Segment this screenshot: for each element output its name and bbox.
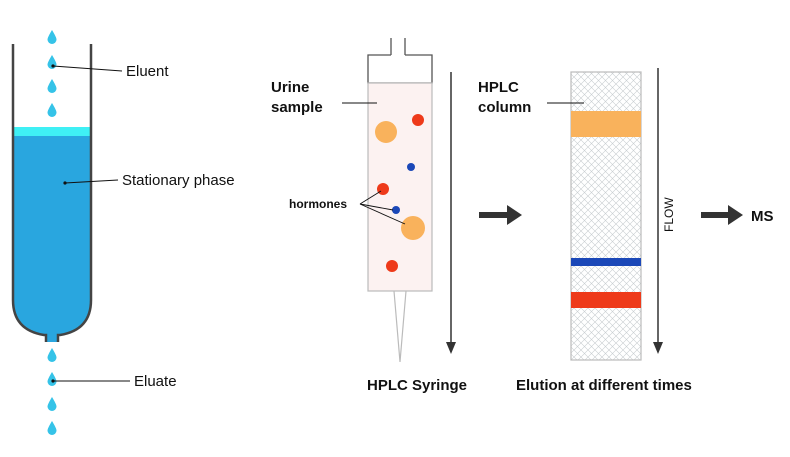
eluate-drop: [47, 348, 57, 362]
eluent-drop: [47, 30, 57, 44]
elution-caption: Elution at different times: [516, 377, 692, 394]
plunger-head: [367, 54, 433, 84]
gravity-column: Eluent Stationary phase Eluate: [11, 30, 235, 435]
elution-band-red: [571, 292, 641, 308]
urine-sample-label-line2: sample: [271, 99, 323, 116]
plunger-stem: [390, 38, 406, 55]
eluent-drops: [47, 30, 57, 117]
urine-sample-label-line1: Urine: [271, 79, 309, 96]
elution-band-orange: [571, 111, 641, 137]
hormone-particle-red: [377, 183, 389, 195]
eluate-drop: [47, 372, 57, 386]
stationary-phase-fill: [13, 136, 91, 342]
transfer-arrow: [479, 205, 522, 225]
ms-arrow: [701, 205, 743, 225]
hormone-particle-red: [386, 260, 398, 272]
hormone-particle-blue: [407, 163, 415, 171]
eluate-label: Eluate: [134, 373, 177, 390]
eluent-callout-line: [52, 65, 123, 72]
hormones-label: hormones: [289, 197, 347, 211]
eluent-label: Eluent: [126, 63, 169, 80]
eluate-drops: [47, 348, 57, 435]
syringe-needle: [393, 290, 407, 363]
elution-band-blue: [571, 258, 641, 266]
hormone-particle-orange: [401, 216, 425, 240]
eluent-band: [13, 127, 91, 136]
hplc-syringe-caption: HPLC Syringe: [367, 377, 467, 394]
stationary-phase-label: Stationary phase: [122, 172, 235, 189]
eluate-drop: [47, 421, 57, 435]
hplc-column-label-line1: HPLC: [478, 79, 519, 96]
hplc-column: HPLC column FLOW Elution at different ti…: [478, 68, 692, 394]
column-tube-outline: [11, 44, 93, 342]
ms-label: MS: [751, 208, 774, 225]
hormone-particle-orange: [375, 121, 397, 143]
eluent-drop: [47, 79, 57, 93]
hormone-particle-red: [412, 114, 424, 126]
eluate-drop: [47, 397, 57, 411]
eluent-drop: [47, 103, 57, 117]
hormone-particle-blue: [392, 206, 400, 214]
stationary-phase-callout-line: [64, 179, 119, 184]
flow-label: FLOW: [662, 197, 676, 232]
hplc-syringe: hormones Urine sample HPLC Syringe: [271, 38, 467, 394]
hplc-column-label-line2: column: [478, 99, 531, 116]
